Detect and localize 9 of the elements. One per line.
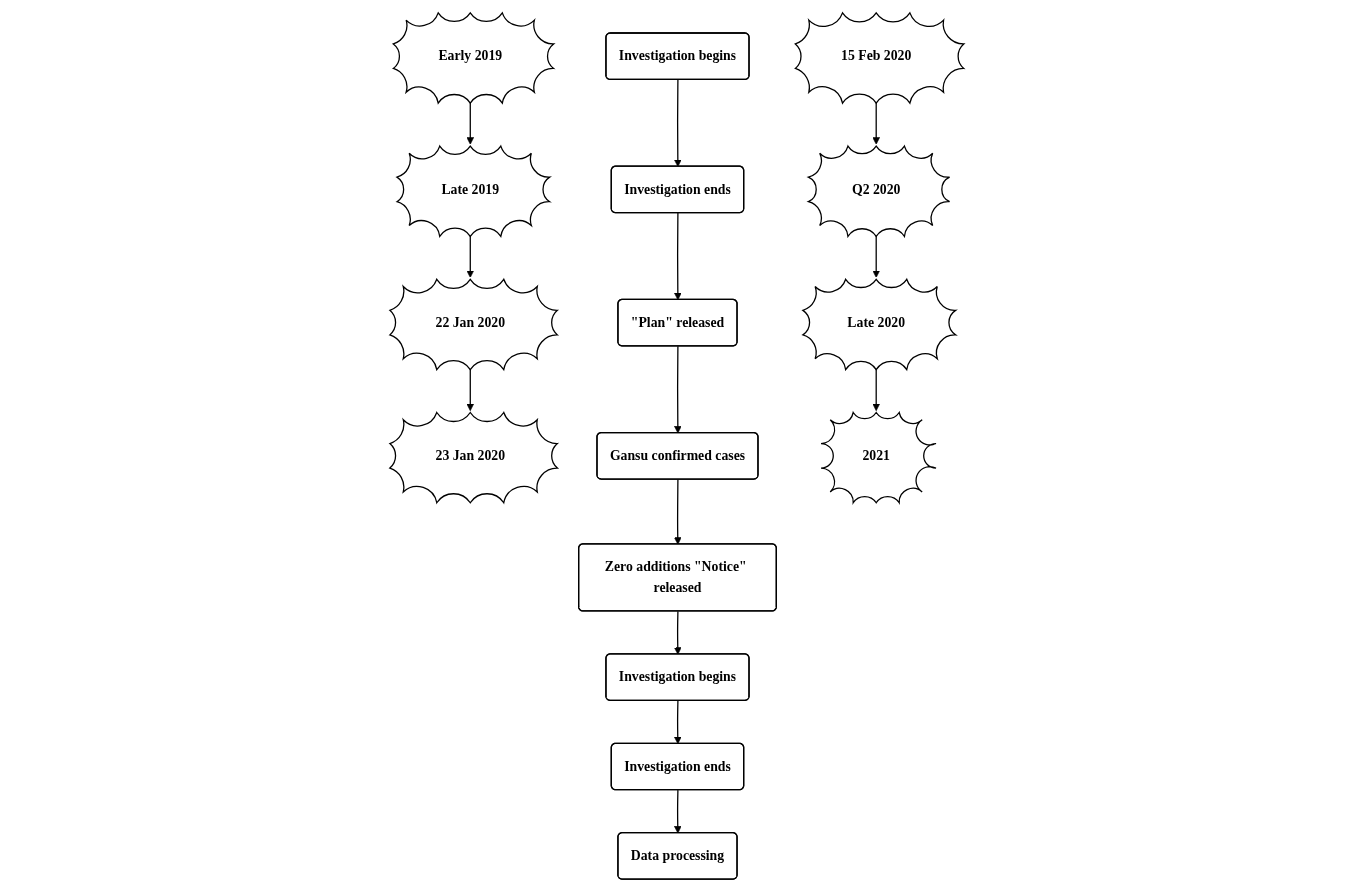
arrow <box>674 212 682 301</box>
arrow <box>674 610 682 655</box>
arrow <box>674 789 682 834</box>
arrow <box>872 367 881 412</box>
arrow <box>466 367 475 412</box>
arrow <box>674 478 682 545</box>
arrow <box>674 700 682 745</box>
arrow <box>674 79 682 167</box>
arrow <box>674 345 682 434</box>
